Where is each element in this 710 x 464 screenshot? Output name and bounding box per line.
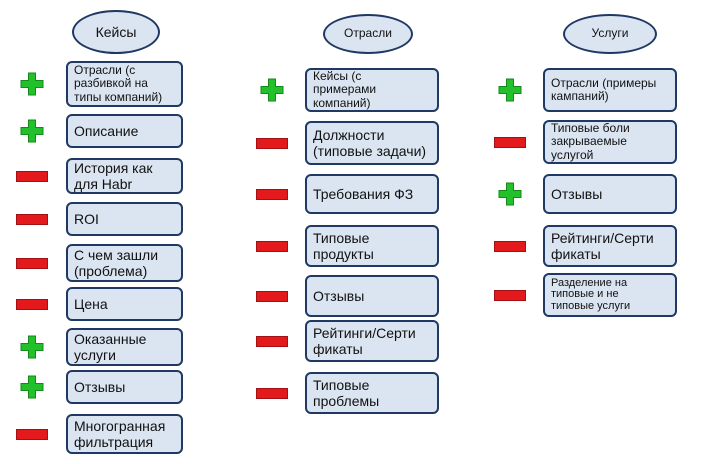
minus-icon [256, 188, 288, 200]
feature-box: Отзывы [66, 370, 183, 404]
feature-box: Цена [66, 287, 183, 321]
feature-box: ROI [66, 202, 183, 236]
feature-box: С чем зашли (проблема) [66, 244, 183, 282]
minus-icon [256, 137, 288, 149]
plus-icon [260, 78, 284, 102]
column-title-2: Отрасли [323, 14, 413, 54]
feature-box: Оказанные услуги [66, 328, 183, 366]
feature-box: Рейтинги/Серти фикаты [305, 320, 439, 362]
minus-icon [256, 240, 288, 252]
feature-box: Типовые продукты [305, 225, 439, 267]
minus-icon [256, 290, 288, 302]
minus-icon [16, 170, 48, 182]
plus-icon [20, 72, 44, 96]
minus-icon [16, 298, 48, 310]
feature-box: Рейтинги/Серти фикаты [543, 225, 677, 267]
feature-box: Типовые боли закрываемые услугой [543, 120, 677, 164]
plus-icon [20, 335, 44, 359]
feature-box: Типовые проблемы [305, 372, 439, 414]
feature-box: Должности (типовые задачи) [305, 121, 439, 165]
feature-box: Кейсы (с примерами компаний) [305, 68, 439, 112]
plus-icon [20, 119, 44, 143]
minus-icon [16, 257, 48, 269]
column-title-1: Кейсы [72, 10, 160, 54]
feature-box: Отрасли (с разбивкой на типы компаний) [66, 61, 183, 107]
minus-icon [256, 387, 288, 399]
minus-icon [16, 213, 48, 225]
feature-box: История как для Habr [66, 158, 183, 194]
plus-icon [498, 78, 522, 102]
plus-icon [498, 182, 522, 206]
feature-box: Отзывы [305, 275, 439, 317]
minus-icon [256, 335, 288, 347]
feature-box: Отзывы [543, 174, 677, 214]
minus-icon [494, 289, 526, 301]
feature-box: Описание [66, 114, 183, 148]
feature-box: Разделение на типовые и не типовые услуг… [543, 273, 677, 317]
column-title-3: Услуги [563, 14, 657, 54]
minus-icon [16, 428, 48, 440]
feature-box: Многогранная фильтрация [66, 414, 183, 454]
feature-box: Требования ФЗ [305, 174, 439, 214]
feature-box: Отрасли (примеры кампаний) [543, 68, 677, 112]
minus-icon [494, 136, 526, 148]
plus-icon [20, 375, 44, 399]
minus-icon [494, 240, 526, 252]
